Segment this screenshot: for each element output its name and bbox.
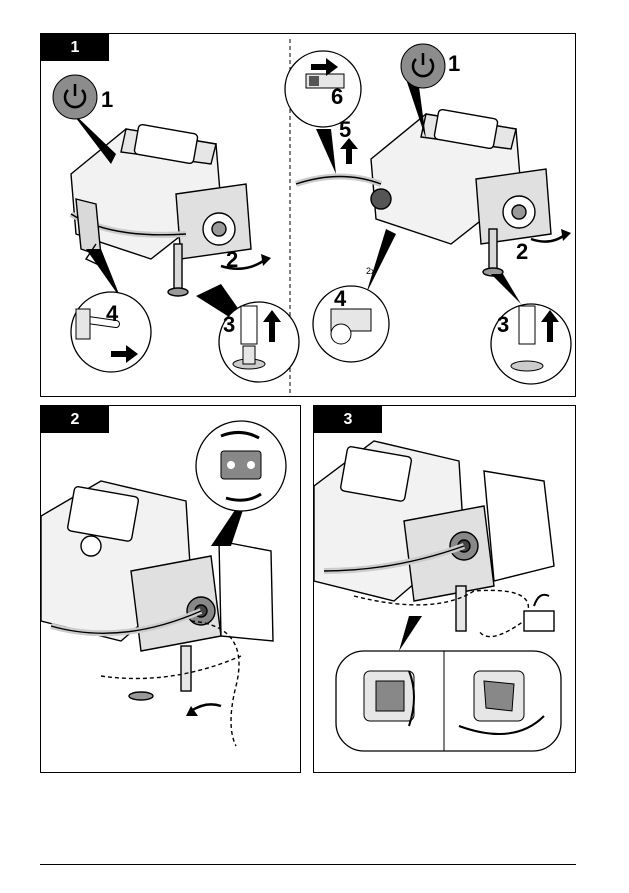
rotate-arrow-icon: 2	[221, 247, 271, 272]
svg-text:4: 4	[106, 301, 119, 326]
up-arrow-icon: 5	[339, 117, 358, 164]
up-arrow-icon	[534, 595, 549, 606]
step-panel-2: 2	[40, 405, 301, 773]
svg-text:1: 1	[101, 87, 113, 112]
magnifier-callout-slide-right: 2x 4	[313, 229, 396, 362]
svg-text:5: 5	[339, 117, 351, 142]
magnifier-callout-tube: 3	[196, 284, 299, 382]
magnifier-callout-rotor-comparison	[336, 616, 561, 751]
svg-text:4: 4	[334, 286, 347, 311]
step-panel-3: 3	[313, 405, 576, 773]
svg-text:2x: 2x	[366, 266, 376, 276]
step-panel-1: 1 1	[40, 33, 576, 397]
panel-1-illustration: 1 2 3 4	[41, 34, 577, 398]
panel-3-illustration	[314, 406, 577, 774]
svg-text:1: 1	[448, 51, 460, 76]
rotate-arrow-icon	[186, 704, 221, 716]
page-footer-rule	[40, 864, 576, 865]
svg-text:2: 2	[516, 239, 528, 264]
svg-text:6: 6	[331, 84, 343, 109]
svg-text:3: 3	[223, 312, 235, 337]
magnifier-callout-tube-right: 3	[491, 274, 571, 384]
pump-device-open	[314, 441, 554, 637]
pump-device-right	[296, 109, 551, 276]
svg-text:3: 3	[497, 312, 509, 337]
pump-device-left	[71, 124, 251, 296]
panel-2-illustration	[41, 406, 302, 774]
svg-text:2: 2	[226, 247, 238, 272]
magnifier-callout-rotor	[196, 421, 286, 546]
power-callout-left: 1	[53, 75, 116, 164]
magnifier-callout-slide: 4	[71, 249, 151, 372]
